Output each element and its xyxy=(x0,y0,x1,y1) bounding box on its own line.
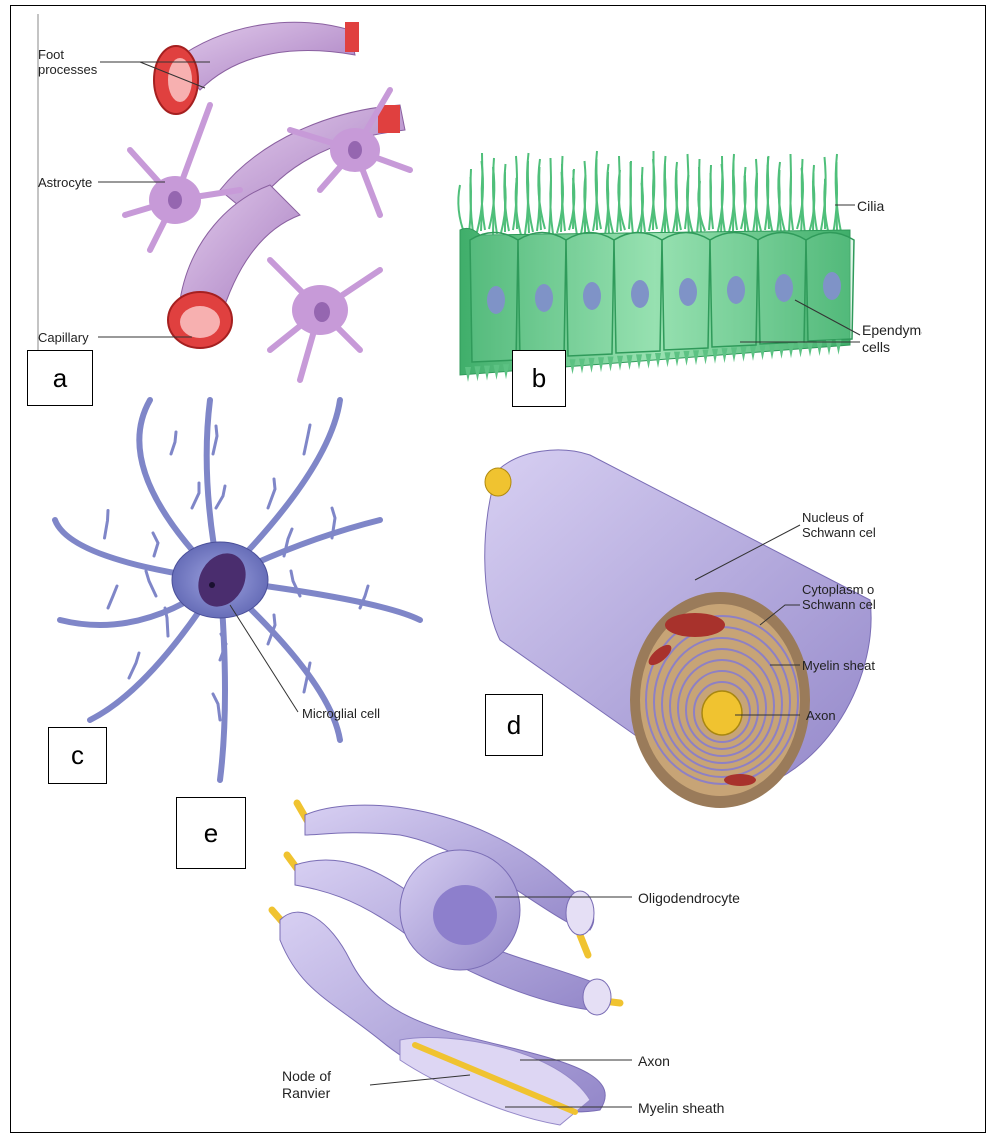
label-oligodendrocyte: Oligodendrocyte xyxy=(638,890,740,907)
label-myelin-sheath-d: Myelin sheat xyxy=(802,658,892,673)
label-axon-d: Axon xyxy=(806,708,836,723)
panel-letter-c: c xyxy=(48,727,107,784)
panel-letter-b: b xyxy=(512,350,566,407)
panel-b-ependymal-art xyxy=(458,151,860,382)
label-nucleus-schwann: Nucleus of Schwann cel xyxy=(802,510,892,540)
panel-a-astrocyte-art xyxy=(98,22,410,380)
label-myelin-sheath-e: Myelin sheath xyxy=(638,1100,724,1117)
panel-letter-a: a xyxy=(27,350,93,406)
panel-c-microglia-art xyxy=(55,400,420,780)
label-node-of-ranvier: Node of Ranvier xyxy=(282,1068,331,1102)
label-cytoplasm-schwann: Cytoplasm o Schwann cel xyxy=(802,582,892,612)
panel-letter-e: e xyxy=(176,797,246,869)
label-ependymal-cells: Ependyma cells xyxy=(862,322,922,356)
label-axon-e: Axon xyxy=(638,1053,670,1070)
label-capillary: Capillary xyxy=(38,330,89,345)
panel-letter-d: d xyxy=(485,694,543,756)
label-microglial-cell: Microglial cell xyxy=(302,706,380,721)
label-foot-processes: Foot processes xyxy=(38,47,97,77)
label-cilia: Cilia xyxy=(857,198,884,215)
label-astrocyte: Astrocyte xyxy=(38,175,92,190)
